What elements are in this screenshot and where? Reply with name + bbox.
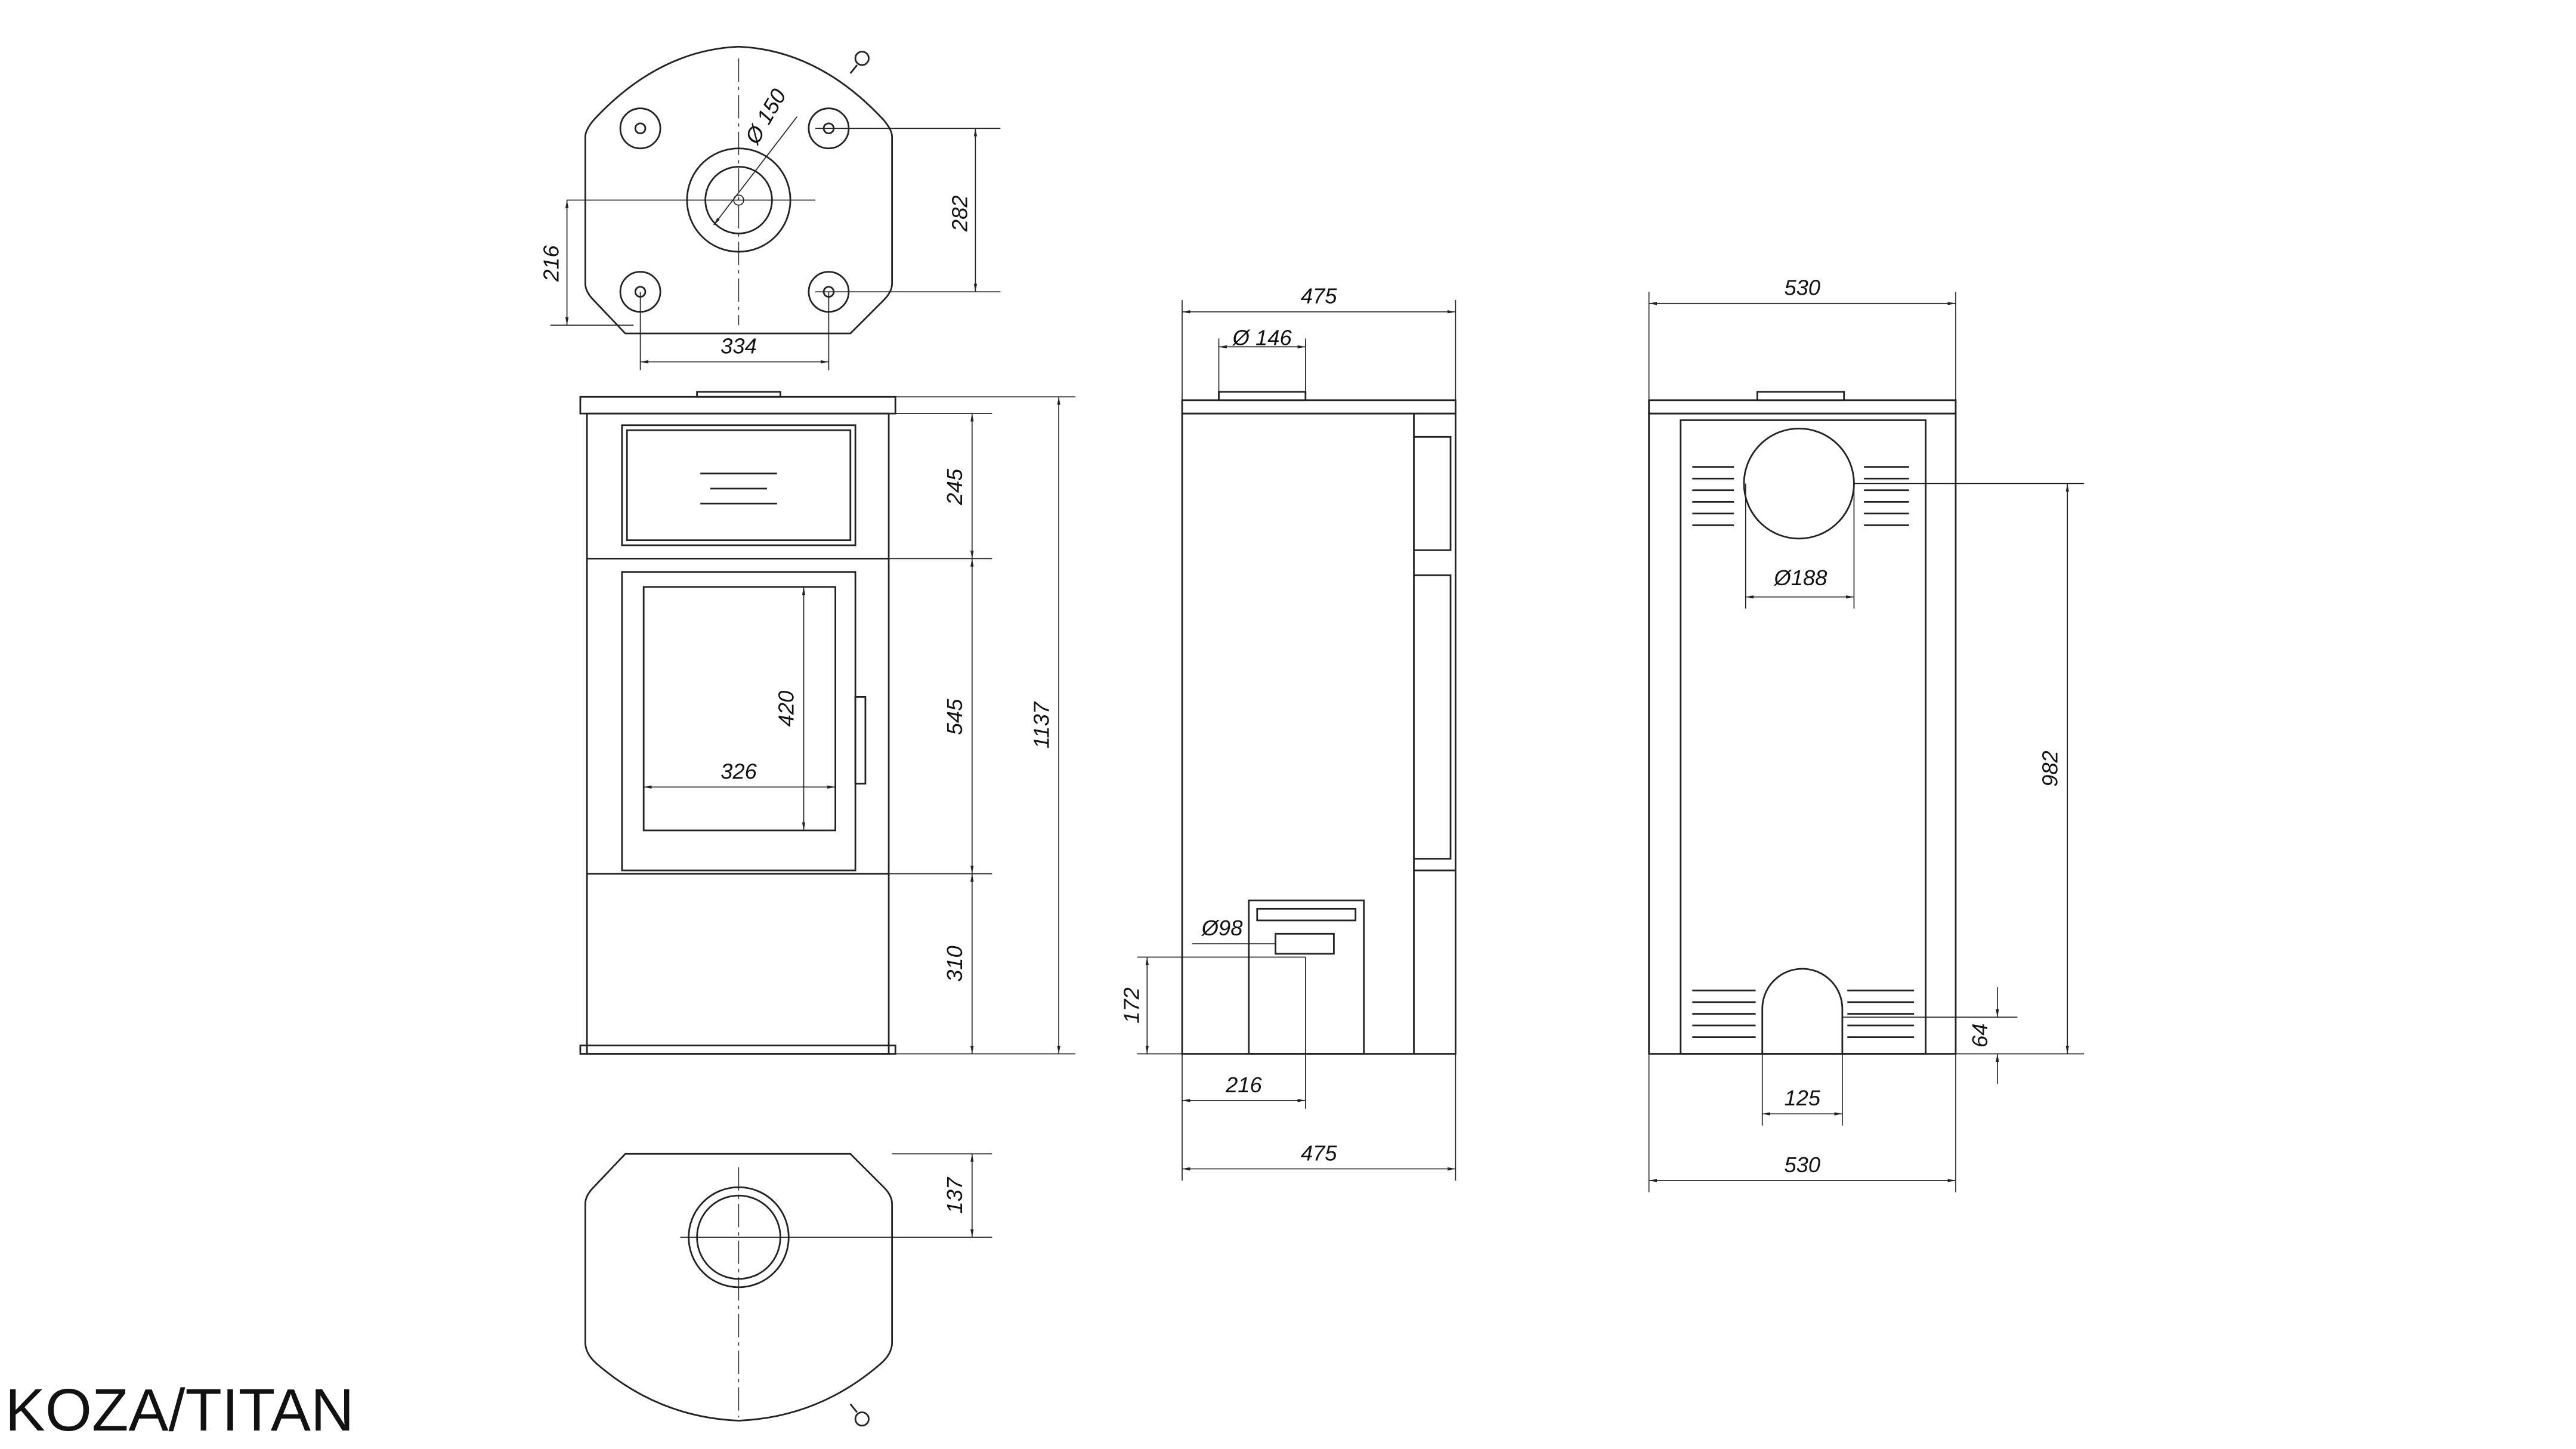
dim-282: 282 bbox=[947, 195, 972, 232]
dim-flue-150: Ø 150 bbox=[740, 85, 791, 149]
dim-475-top: 475 bbox=[1301, 284, 1337, 308]
model-title: KOZA/TITAN bbox=[5, 1377, 354, 1444]
dim-146: Ø 146 bbox=[1232, 326, 1292, 350]
flue-outlet-icon bbox=[1743, 427, 1855, 540]
dim-188: Ø188 bbox=[1774, 566, 1827, 590]
dim-326: 326 bbox=[720, 759, 757, 783]
side-view: 475 Ø 146 Ø98 172 216 475 bbox=[1119, 284, 1456, 1181]
dim-530-bottom: 530 bbox=[1784, 1153, 1820, 1177]
dim-125: 125 bbox=[1784, 1086, 1820, 1110]
dim-545: 545 bbox=[942, 699, 967, 735]
dim-98: Ø98 bbox=[1201, 916, 1243, 940]
dim-137: 137 bbox=[942, 1176, 967, 1213]
front-view: 245 545 310 1137 420 326 bbox=[579, 391, 1076, 1055]
dim-245: 245 bbox=[942, 468, 967, 505]
air-inlet-icon bbox=[1761, 968, 1844, 1054]
back-view: 982 Ø188 64 125 530 530 bbox=[1648, 276, 2085, 1192]
dim-982: 982 bbox=[2037, 750, 2062, 787]
dim-475-bottom: 475 bbox=[1301, 1141, 1337, 1165]
dim-530-top: 530 bbox=[1784, 276, 1820, 300]
door-handle-icon bbox=[854, 696, 867, 785]
bottom-view: 137 bbox=[584, 1153, 992, 1427]
dim-420: 420 bbox=[774, 691, 799, 727]
bolt-holes bbox=[619, 107, 850, 313]
dim-310: 310 bbox=[942, 946, 967, 982]
dim-64: 64 bbox=[1968, 1024, 1992, 1048]
dim-172: 172 bbox=[1119, 987, 1143, 1024]
dim-216: 216 bbox=[539, 245, 564, 282]
top-view: 282 216 334 Ø 150 bbox=[539, 45, 1001, 370]
dim-1137: 1137 bbox=[1029, 701, 1053, 749]
dim-334: 334 bbox=[720, 334, 757, 359]
dim-216-side: 216 bbox=[1225, 1073, 1262, 1097]
